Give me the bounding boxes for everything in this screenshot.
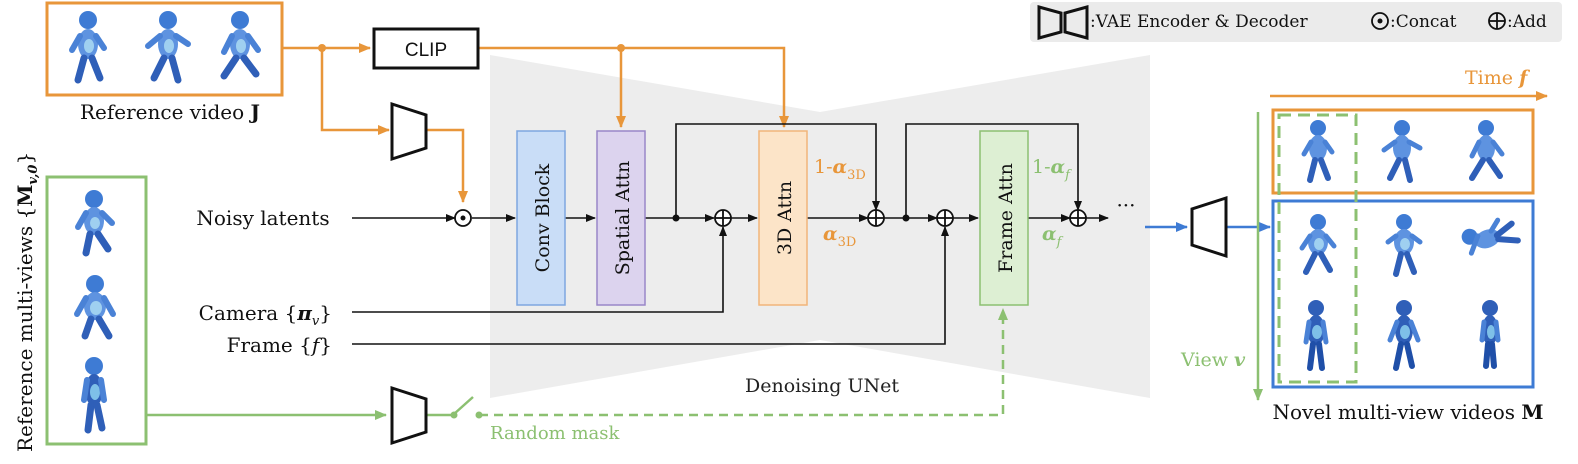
frame-attn-block — [979, 130, 1029, 306]
junction-dot — [318, 44, 326, 52]
robot-figure — [1381, 120, 1423, 183]
frame-label: Frame {f} — [227, 333, 332, 357]
robot-figure — [220, 11, 261, 80]
time-axis-label: Time f — [1465, 67, 1530, 89]
add-symbol — [867, 209, 885, 227]
view-axis-label: View v — [1180, 349, 1246, 371]
vae-encoder-icon — [390, 385, 428, 446]
alpha-3d: α3D — [823, 223, 856, 250]
spatial-attn-block — [596, 130, 646, 306]
conv-block — [516, 130, 566, 306]
robot-figure — [1469, 120, 1505, 181]
robot-figure — [1385, 214, 1423, 277]
multiview-connections — [146, 308, 1008, 420]
random-mask-label: Random mask — [490, 423, 620, 444]
vae-legend-label: :VAE Encoder & Decoder — [1090, 12, 1308, 32]
unet-label: Denoising UNet — [745, 375, 899, 397]
camera-label: Camera {πv} — [199, 301, 332, 329]
output-frames — [1299, 120, 1521, 371]
reference-multiviews-label: Reference multi-views {Mv,0} — [13, 152, 41, 452]
concat-legend-label: :Concat — [1390, 12, 1457, 32]
spatial-attn-label: Spatial Attn — [612, 161, 634, 276]
frame-attn-label: Frame Attn — [995, 163, 1017, 273]
switch-contact — [475, 411, 483, 419]
add-symbol — [936, 209, 954, 227]
robot-figure — [75, 190, 115, 257]
alpha-f: αf — [1042, 223, 1064, 250]
ellipsis: ··· — [1116, 193, 1135, 217]
add-legend-label: :Add — [1507, 12, 1547, 32]
robot-figure — [1299, 214, 1337, 275]
reference-video-connections — [282, 43, 789, 203]
add-symbol — [1069, 209, 1087, 227]
one-minus-alpha-f: 1-αf — [1032, 156, 1072, 183]
reference-multiview-frames — [74, 190, 116, 434]
robot-figure — [1301, 120, 1335, 183]
attn-3d-block — [758, 130, 808, 306]
junction-dot — [902, 214, 910, 222]
novel-videos-label: Novel multi-view videos M — [1272, 400, 1543, 424]
add-legend-icon — [1488, 12, 1506, 30]
vae-legend-icon — [1037, 5, 1089, 40]
reference-video-label: Reference video J — [80, 100, 260, 124]
concat-legend-icon — [1371, 12, 1389, 30]
legend: :VAE Encoder & Decoder :Concat :Add — [1030, 2, 1562, 42]
reference-video-frames — [69, 11, 261, 84]
attn-3d-label: 3D Attn — [774, 181, 796, 255]
robot-figure — [1461, 217, 1521, 256]
robot-figure — [81, 357, 107, 434]
legend-background — [1030, 2, 1562, 42]
junction-dot — [672, 214, 680, 222]
clip-block — [372, 27, 480, 70]
vae-decoder-icon — [1190, 195, 1228, 259]
add-symbol — [714, 209, 732, 227]
robot-figure — [1479, 300, 1501, 369]
robot-figure — [1303, 300, 1329, 371]
noisy-latents-label: Noisy latents — [196, 206, 329, 230]
vae-encoder-icon — [390, 101, 428, 162]
main-path — [352, 123, 1109, 345]
one-minus-alpha-3d: 1-α3D — [814, 156, 866, 183]
clip-label: CLIP — [405, 40, 447, 61]
robot-figure — [1387, 300, 1421, 371]
reference-view-column-highlight — [1277, 113, 1358, 384]
robot-figure — [74, 275, 116, 340]
conv-block-label: Conv Block — [532, 163, 554, 272]
switch-contact — [450, 411, 458, 419]
random-mask-switch — [453, 396, 474, 415]
concat-symbol — [454, 209, 472, 227]
robot-figure — [145, 11, 191, 84]
robot-figure — [69, 11, 107, 84]
junction-dot — [617, 44, 625, 52]
